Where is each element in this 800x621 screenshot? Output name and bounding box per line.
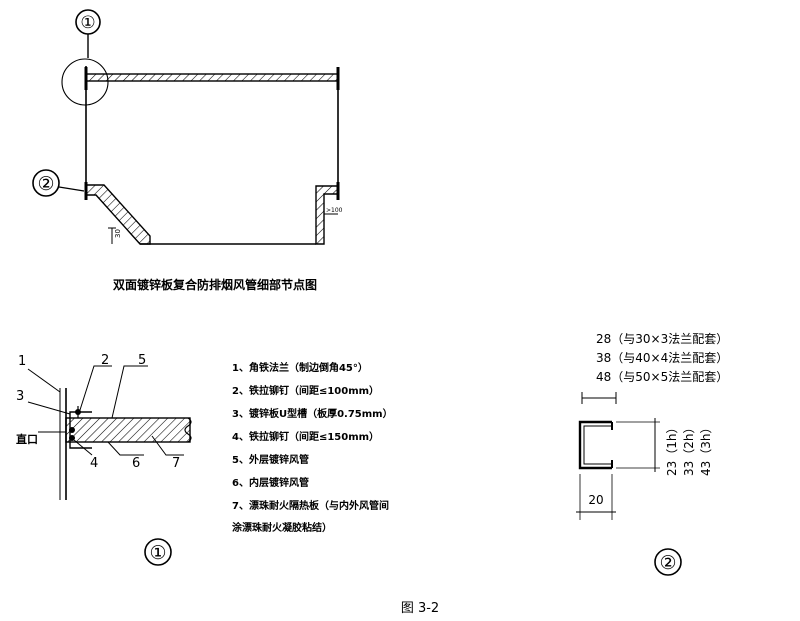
detail-one: 1 2 5 3 直口 4 6 7 ① bbox=[16, 353, 192, 566]
leader-line-6 bbox=[107, 441, 144, 456]
leader-num-7: 7 bbox=[172, 456, 180, 471]
rivet-low bbox=[69, 435, 75, 441]
callout-one-label: ① bbox=[80, 13, 95, 33]
width-48: 48（与50×5法兰配套） bbox=[596, 370, 728, 384]
legend-item-5: 5、外层镀锌风管 bbox=[232, 453, 309, 466]
leader-line-5 bbox=[111, 365, 148, 419]
right-dim-text: >100 bbox=[326, 207, 343, 214]
width-38: 38（与40×4法兰配套） bbox=[596, 351, 728, 365]
height-33: 33（2h） bbox=[682, 421, 696, 476]
u-channel-inner bbox=[583, 425, 612, 465]
callout-two-circle bbox=[32, 169, 60, 197]
figure-caption: 图 3-2 bbox=[401, 601, 439, 616]
right-l-panel bbox=[315, 185, 339, 245]
leader-num-4: 4 bbox=[90, 456, 98, 471]
insulation-panel bbox=[65, 417, 191, 443]
callout-two-leader bbox=[58, 186, 85, 192]
leader-num-5: 5 bbox=[138, 353, 146, 368]
detail-one-marker: ① bbox=[149, 542, 166, 564]
legend-item-6: 6、内层镀锌风管 bbox=[232, 476, 309, 489]
legend: 1、角铁法兰（制边倒角45°） 2、铁拉铆钉（间距≤100mm） 3、镀锌板U型… bbox=[232, 361, 393, 534]
leader-line-1 bbox=[27, 368, 61, 393]
legend-item-1: 1、角铁法兰（制边倒角45°） bbox=[232, 361, 368, 374]
height-43: 43（3h） bbox=[699, 421, 713, 476]
leader-line-2 bbox=[79, 365, 112, 411]
width-28: 28（与30×3法兰配套） bbox=[596, 332, 728, 346]
section-view: ① ② 30 >100 双面镀锌板复合防排烟风管细部节点图 bbox=[32, 9, 343, 292]
section-title: 双面镀锌板复合防排烟风管细部节点图 bbox=[113, 277, 317, 292]
detail-two-marker: ② bbox=[659, 552, 676, 574]
break-line bbox=[184, 417, 192, 443]
callout-two-label: ② bbox=[37, 173, 54, 195]
legend-item-7: 7、漂珠耐火隔热板（与内外风管间 bbox=[232, 499, 389, 512]
leader-num-1: 1 bbox=[18, 354, 26, 369]
leader-line-4 bbox=[73, 439, 93, 456]
detail-one-circle bbox=[144, 538, 172, 566]
height-23: 23（1h） bbox=[665, 421, 679, 476]
legend-item-3: 3、镀锌板U型槽（板厚0.75mm） bbox=[232, 407, 393, 420]
top-panel bbox=[85, 73, 339, 82]
bottom-dim-text: 20 bbox=[588, 493, 603, 507]
u-channel-profile bbox=[578, 420, 612, 470]
legend-item-2: 2、铁拉铆钉（间距≤100mm） bbox=[232, 384, 379, 397]
leader-num-6: 6 bbox=[132, 456, 140, 471]
legend-item-4: 4、铁拉铆钉（间距≤150mm） bbox=[232, 430, 379, 443]
detail-circle bbox=[61, 58, 109, 106]
leader-line-3 bbox=[27, 401, 71, 415]
joint-label: 直口 bbox=[16, 432, 38, 446]
leader-line-7 bbox=[151, 435, 184, 456]
left-dim-text: 30 bbox=[114, 229, 122, 238]
leader-num-3: 3 bbox=[16, 389, 24, 404]
leader-num-2: 2 bbox=[101, 353, 109, 368]
rivet-mid bbox=[69, 427, 75, 433]
detail-two-circle bbox=[654, 548, 682, 576]
legend-item-7-cont: 涂漂珠耐火凝胶粘结） bbox=[232, 521, 332, 534]
detail-two: 28（与30×3法兰配套） 38（与40×4法兰配套） 48（与50×5法兰配套… bbox=[576, 332, 728, 576]
